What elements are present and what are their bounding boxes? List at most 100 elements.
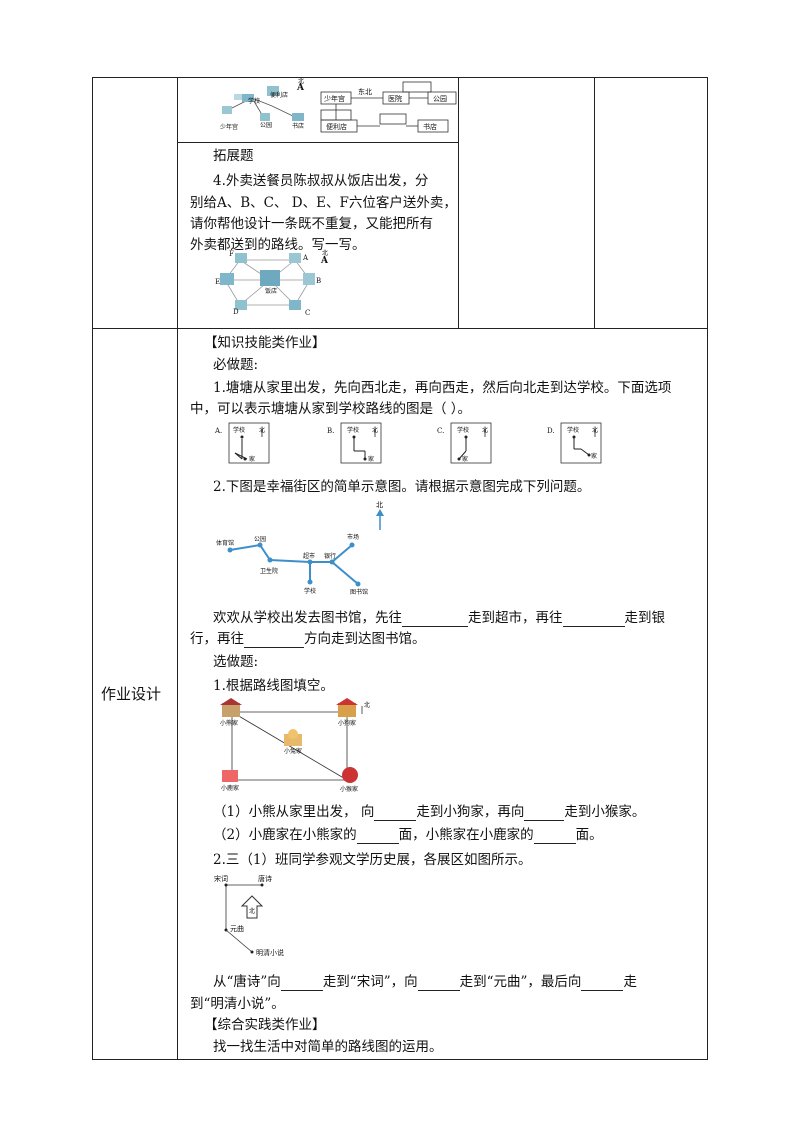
option-north: 北 [259, 427, 266, 434]
opt2-fill-p2: 走到“宋词”，向 [322, 974, 418, 990]
route-park-label: 公园 [433, 95, 447, 103]
map2-figure: F A B C D E 饭店 [215, 245, 325, 320]
exhibit-ming-label: 明清小说 [256, 949, 284, 957]
q1-option-c[interactable]: C. 学校 北 家 [437, 422, 507, 468]
q2-fill-p2: 走到超市，再往 [468, 610, 563, 626]
opt2-blank-1[interactable] [280, 976, 323, 991]
q2-fill-p1: 欢欢从学校出发去图书馆，先往 [213, 610, 402, 626]
map1-north-arrow-icon: A [297, 83, 304, 93]
q4-line-3: 请你帮他设计一条既不重复，又能把所有 [190, 216, 433, 232]
option-north: 北 [372, 427, 379, 434]
opt1-q2-p2: 面，小熊家在小鹿家的 [398, 827, 534, 843]
table-col-divider-3 [594, 77, 595, 328]
street-supermarket-label: 超市 [303, 553, 316, 560]
map2-restaurant-label: 饭店 [265, 288, 278, 295]
q2-fill-line-1: 欢欢从学校出发去图书馆，先往 走到超市，再往 走到银 [213, 609, 665, 627]
q2-blank-3[interactable] [244, 633, 304, 648]
option-school: 学校 [567, 427, 580, 434]
animal-rabbit-label: 小兔家 [284, 748, 303, 755]
table-col-divider [177, 77, 178, 1060]
opt2-blank-2[interactable] [417, 976, 460, 991]
q4-line-2: 别给A、B、C、 D、E、F六位客户送外卖， [190, 195, 457, 211]
map1-figure: 便利店 学校 少年宫 公园 书店 [212, 78, 312, 138]
route-dir1-label: 东北 [358, 88, 372, 96]
opt2-blank-3[interactable] [581, 976, 624, 991]
practice-title: 【综合实践类作业】 [204, 1017, 326, 1033]
q1-option-a[interactable]: A. 学校 北 家 [215, 422, 285, 468]
opt1-blank-4[interactable] [533, 829, 576, 844]
q2-line: 2.下图是幸福街区的简单示意图。请根据示意图完成下列问题。 [213, 479, 591, 495]
option-school: 学校 [347, 427, 360, 434]
street-north-label: 北 [376, 501, 383, 509]
animal-bear-label: 小熊家 [220, 720, 239, 727]
street-map: 北 体育馆 公园 卫生院 超市 银行 市场 学校 图书馆 [210, 500, 400, 600]
opt2-fill-p3: 走到“元曲”，最后向 [459, 974, 582, 990]
animal-map: 北 小熊家 小狗家 小兔家 小鹿家 小猴家 [212, 698, 372, 795]
street-clinic-label: 卫生院 [260, 568, 279, 575]
map2-E-label: E [215, 278, 221, 286]
map1-park-label: 公园 [260, 122, 273, 129]
q1-option-b[interactable]: B. 学校 北 家 [327, 422, 397, 468]
option-north: 北 [592, 427, 599, 434]
option-letter: B. [327, 427, 335, 435]
animal-deer-label: 小鹿家 [221, 785, 240, 792]
table-border-mid [92, 328, 708, 329]
table-border-right [707, 77, 708, 1060]
map1-store-label: 便利店 [270, 92, 289, 99]
opt1-title: 1.根据路线图填空。 [213, 678, 334, 694]
q4-line-4: 外卖都送到的路线。写一写。 [190, 237, 366, 253]
street-library-label: 图书馆 [350, 589, 369, 596]
map1-north-label: 北 [298, 78, 305, 85]
q2-blank-1[interactable] [402, 612, 468, 627]
opt1-q1-line: （1）小熊从家里出发， 向 走到小狗家，再向 走到小猴家。 [213, 803, 645, 821]
exhibit-tang-label: 唐诗 [258, 875, 272, 883]
option-letter: C. [437, 427, 445, 435]
q2-blank-2[interactable] [562, 612, 625, 627]
option-home: 家 [462, 456, 469, 463]
animal-monkey-label: 小猴家 [340, 786, 359, 793]
opt1-blank-1[interactable] [374, 806, 417, 821]
opt2-fill-line-2: 到“明清小说”。 [190, 996, 285, 1012]
route-hospital-label: 医院 [388, 95, 402, 103]
map1-youth-label: 少年宫 [220, 124, 239, 131]
expand-title: 拓展题 [213, 148, 254, 164]
opt1-blank-2[interactable] [524, 806, 565, 821]
opt1-q2-line: （2）小鹿家在小熊家的面，小熊家在小鹿家的面。 [213, 826, 603, 844]
route-start-label: 少年宫 [324, 95, 345, 103]
option-north: 北 [482, 427, 489, 434]
exhibit-song-label: 宋词 [214, 875, 228, 883]
street-school-label: 学校 [304, 588, 317, 595]
opt1-q1-p3: 走到小猴家。 [564, 804, 646, 820]
animal-north-label: 北 [364, 702, 371, 709]
map2-north-arrow-icon: A [321, 256, 328, 266]
street-gym-label: 体育馆 [216, 540, 235, 547]
q1-line-2: 中，可以表示塘塘从家到学校路线的图是（ ）。 [190, 401, 472, 417]
table-border-top [92, 77, 708, 78]
street-market-label: 市场 [347, 534, 360, 541]
option-letter: D. [547, 427, 555, 435]
q1-line-1: 1.塘塘从家里出发，先向西北走，再向西走，然后向北走到达学校。下面选项 [213, 380, 672, 396]
q1-option-d[interactable]: D. 学校 北 家 [547, 422, 617, 468]
q2-fill-p4: 行，再往 [190, 631, 244, 647]
opt1-q1-p1: （1）小熊从家里出发， 向 [213, 804, 375, 820]
optional-title: 选做题: [213, 654, 259, 670]
opt2-title: 2.三（1）班同学参观文学历史展，各展区如图所示。 [213, 852, 532, 868]
option-school: 学校 [457, 427, 470, 434]
map2-F-label: F [229, 250, 234, 258]
q2-fill-p5: 方向走到达图书馆。 [304, 631, 426, 647]
opt1-q1-p2: 走到小狗家，再向 [416, 804, 525, 820]
table-border-left [92, 77, 93, 1060]
table-col-divider-2 [458, 77, 459, 328]
exhibit-map: 宋词 唐诗 北 元曲 明清小说 [212, 872, 312, 967]
map1-bookstore-label: 书店 [292, 123, 305, 130]
opt1-q2-p1: （2）小鹿家在小熊家的 [213, 827, 357, 843]
q2-fill-p3: 走到银 [624, 610, 666, 626]
map2-C-label: C [305, 309, 311, 317]
opt1-blank-3[interactable] [356, 829, 399, 844]
option-home: 家 [591, 453, 598, 460]
q2-fill-line-2: 行，再往 方向走到达图书馆。 [190, 630, 426, 648]
map2-B-label: B [316, 277, 322, 285]
map2-A-label: A [303, 254, 309, 262]
option-school: 学校 [233, 427, 246, 434]
street-bank-label: 银行 [324, 553, 337, 560]
